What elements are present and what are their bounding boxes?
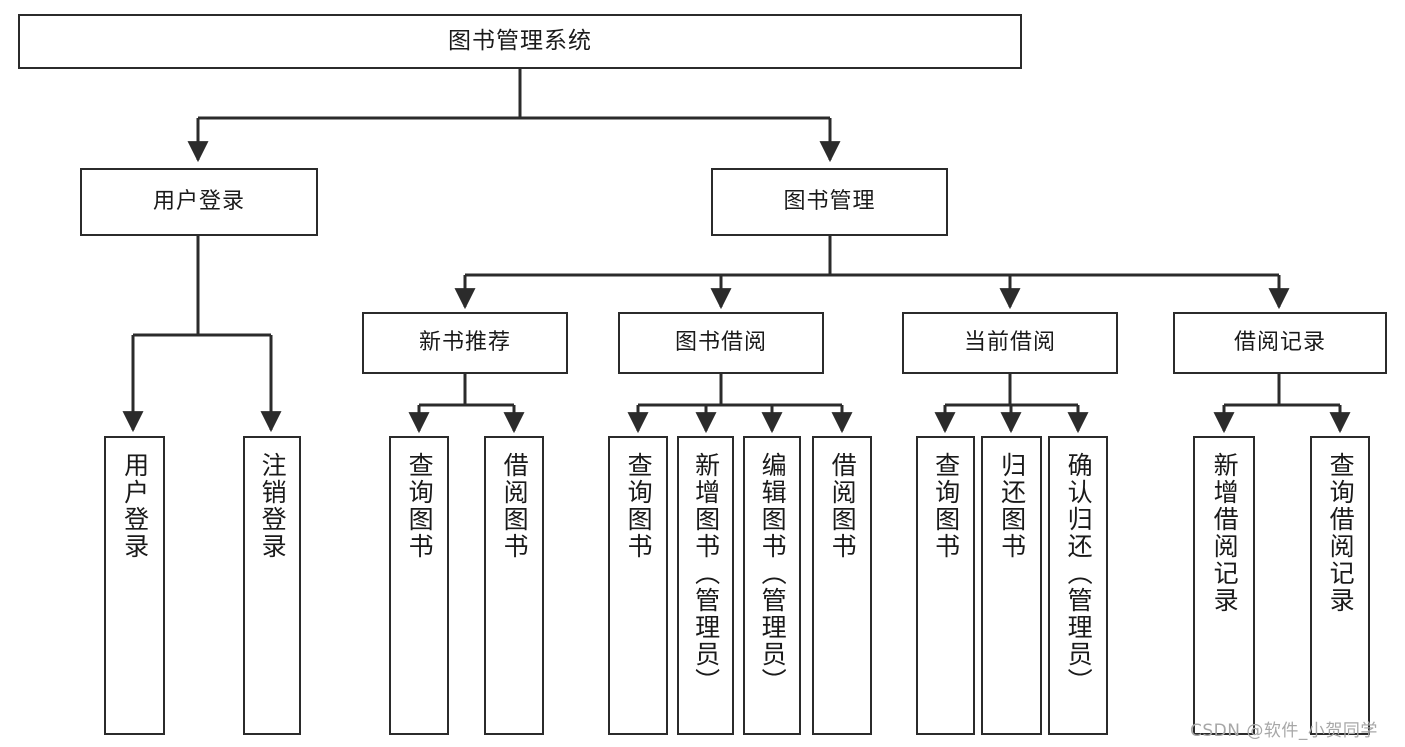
leaf-confirm-return-admin[interactable]: 确认归还（管理员） (1048, 436, 1108, 735)
node-label: 确认归还（管理员） (1064, 452, 1094, 695)
node-label: 新增借阅记录 (1210, 452, 1240, 614)
node-label: 借阅记录 (1233, 329, 1326, 355)
node-user-login[interactable]: 用户登录 (80, 168, 318, 236)
node-label: 新增图书（管理员） (691, 452, 721, 695)
leaf-borrow-book-borrow[interactable]: 借阅图书 (812, 436, 872, 735)
node-label: 查询借阅记录 (1326, 452, 1356, 614)
node-label: 借阅图书 (500, 452, 530, 560)
node-label: 图书管理系统 (448, 27, 592, 54)
leaf-edit-book-admin[interactable]: 编辑图书（管理员） (743, 436, 801, 735)
node-label: 查询图书 (931, 452, 961, 560)
leaf-add-borrow-record[interactable]: 新增借阅记录 (1193, 436, 1255, 735)
node-book-borrow[interactable]: 图书借阅 (618, 312, 824, 374)
node-label: 归还图书 (997, 452, 1027, 560)
leaf-query-borrow-record[interactable]: 查询借阅记录 (1310, 436, 1370, 735)
node-label: 查询图书 (624, 452, 654, 560)
node-label: 用户登录 (120, 452, 150, 560)
node-current-borrow[interactable]: 当前借阅 (902, 312, 1118, 374)
leaf-query-book-borrow[interactable]: 查询图书 (608, 436, 668, 735)
node-label: 注销登录 (258, 452, 288, 560)
node-new-book-recommend[interactable]: 新书推荐 (362, 312, 568, 374)
node-label: 查询图书 (405, 452, 435, 560)
csdn-watermark: CSDN @软件_小贺同学 (1190, 721, 1378, 741)
leaf-borrow-book-recommend[interactable]: 借阅图书 (484, 436, 544, 735)
node-label: 图书借阅 (674, 329, 767, 355)
node-borrow-record[interactable]: 借阅记录 (1173, 312, 1387, 374)
node-root-system[interactable]: 图书管理系统 (18, 14, 1022, 69)
leaf-return-book[interactable]: 归还图书 (981, 436, 1042, 735)
node-label: 借阅图书 (828, 452, 858, 560)
leaf-user-login[interactable]: 用户登录 (104, 436, 165, 735)
node-label: 用户登录 (152, 188, 245, 214)
leaf-add-book-admin[interactable]: 新增图书（管理员） (677, 436, 734, 735)
node-label: 图书管理 (783, 188, 876, 214)
leaf-query-book-recommend[interactable]: 查询图书 (389, 436, 449, 735)
node-label: 当前借阅 (963, 329, 1056, 355)
node-label: 编辑图书（管理员） (758, 452, 788, 695)
node-book-manage[interactable]: 图书管理 (711, 168, 948, 236)
node-label: 新书推荐 (418, 329, 511, 355)
leaf-logout[interactable]: 注销登录 (243, 436, 301, 735)
leaf-query-book-current[interactable]: 查询图书 (916, 436, 975, 735)
